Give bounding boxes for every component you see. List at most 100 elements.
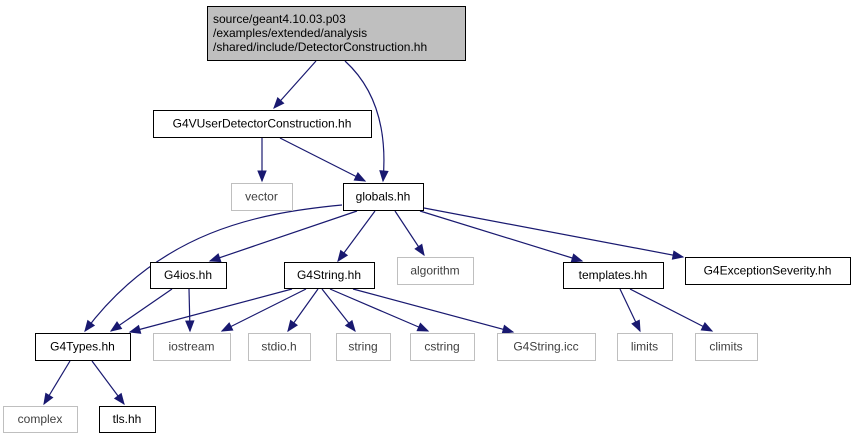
edge-g4string-to-stdio: [287, 288, 319, 333]
arrowhead: [414, 243, 425, 257]
arrowhead: [185, 320, 195, 333]
arrowhead: [273, 97, 285, 110]
node-g4string[interactable]: G4String.hh: [284, 262, 375, 289]
node-box: [153, 333, 231, 361]
node-label: tls.hh: [113, 412, 142, 426]
node-g4stringicc: G4String.icc: [497, 333, 596, 361]
edge-line: [209, 210, 358, 262]
edge-line: [329, 288, 429, 332]
node-complex: complex: [3, 406, 78, 433]
arrowhead: [631, 319, 641, 333]
node-box: [150, 262, 227, 289]
edge-g4string-to-g4types: [128, 288, 293, 334]
edge-g4string-to-iostream: [220, 288, 307, 332]
node-box: [497, 333, 596, 361]
node-box: [563, 262, 664, 289]
edge-globals-to-g4exception: [423, 207, 685, 260]
node-algorithm: algorithm: [397, 257, 474, 285]
edge-line: [344, 60, 385, 182]
edge-g4types-to-tls: [91, 360, 125, 406]
node-label: iostream: [168, 340, 214, 354]
node-label: G4VUserDetectorConstruction.hh: [173, 117, 352, 131]
arrowhead: [501, 324, 515, 334]
node-climits: climits: [695, 333, 758, 361]
node-label: G4String.hh: [297, 268, 361, 282]
node-g4vuser[interactable]: G4VUserDetectorConstruction.hh: [153, 110, 372, 138]
edge-line: [352, 288, 514, 333]
node-label: limits: [631, 340, 658, 354]
node-label: source/geant4.10.03.p03: [213, 12, 346, 26]
node-cstring: cstring: [410, 333, 475, 361]
edge-g4ios-to-g4types: [109, 288, 173, 332]
node-stdio: stdio.h: [248, 333, 311, 361]
edges-layer: [43, 60, 714, 406]
edge-globals-to-g4string: [337, 210, 376, 263]
edge-templates-to-climits: [629, 288, 714, 332]
arrowhead: [257, 170, 267, 183]
node-label: cstring: [424, 340, 459, 354]
edge-globals-to-templates: [419, 210, 584, 263]
edge-line: [273, 60, 317, 109]
node-root[interactable]: source/geant4.10.03.p03/examples/extende…: [207, 6, 466, 61]
nodes-layer: source/geant4.10.03.p03/examples/extende…: [3, 6, 851, 433]
arrowhead: [570, 253, 584, 263]
node-iostream: iostream: [153, 333, 231, 361]
node-globals[interactable]: globals.hh: [343, 183, 424, 211]
node-box: [207, 6, 466, 61]
node-label: climits: [709, 340, 742, 354]
arrowhead: [671, 250, 685, 260]
arrowhead: [43, 392, 54, 406]
edge-globals-to-g4ios: [208, 210, 358, 263]
node-label: templates.hh: [579, 268, 648, 282]
arrowhead: [287, 319, 298, 333]
arrowhead: [220, 322, 234, 332]
node-box: [617, 333, 673, 361]
arrowhead: [113, 392, 125, 406]
edge-g4ios-to-iostream: [185, 288, 195, 333]
node-box: [397, 257, 474, 285]
edge-g4string-to-string: [321, 288, 356, 333]
node-label: /examples/extended/analysis: [213, 26, 367, 40]
node-box: [284, 262, 375, 289]
node-box: [336, 333, 391, 361]
node-g4types[interactable]: G4Types.hh: [35, 333, 131, 361]
arrowhead: [416, 322, 430, 332]
node-box: [153, 110, 372, 138]
edge-globals-to-algorithm: [394, 210, 425, 257]
node-label: string: [348, 340, 377, 354]
edge-g4vuser-to-globals: [279, 137, 367, 182]
arrowhead: [379, 170, 389, 183]
edge-line: [84, 204, 343, 332]
node-label: stdio.h: [261, 340, 296, 354]
arrowhead: [353, 172, 367, 182]
node-templates[interactable]: templates.hh: [563, 262, 664, 289]
node-label: globals.hh: [356, 190, 411, 204]
edge-line: [279, 137, 366, 182]
edge-g4string-to-g4stringicc: [352, 288, 515, 334]
edge-globals-to-g4types: [84, 204, 343, 333]
node-g4ios[interactable]: G4ios.hh: [150, 262, 227, 289]
edge-line: [423, 207, 684, 258]
node-box: [35, 333, 131, 361]
node-box: [685, 257, 851, 285]
node-g4exception[interactable]: G4ExceptionSeverity.hh: [685, 257, 851, 285]
edge-root-to-globals: [344, 60, 389, 183]
arrowhead: [344, 319, 356, 333]
edge-templates-to-limits: [619, 288, 641, 333]
edge-g4types-to-complex: [43, 360, 71, 406]
node-string: string: [336, 333, 391, 361]
node-box: [99, 406, 156, 433]
edge-line: [129, 288, 293, 333]
node-label: G4String.icc: [513, 340, 578, 354]
edge-g4vuser-to-vector: [257, 138, 267, 183]
node-label: G4ExceptionSeverity.hh: [704, 264, 832, 278]
node-box: [343, 183, 424, 211]
node-tls[interactable]: tls.hh: [99, 406, 156, 433]
edge-line: [419, 210, 583, 262]
arrowhead: [337, 249, 349, 263]
node-vector: vector: [231, 183, 293, 211]
node-limits: limits: [617, 333, 673, 361]
node-label: G4ios.hh: [164, 268, 212, 282]
node-label: G4Types.hh: [50, 340, 115, 354]
